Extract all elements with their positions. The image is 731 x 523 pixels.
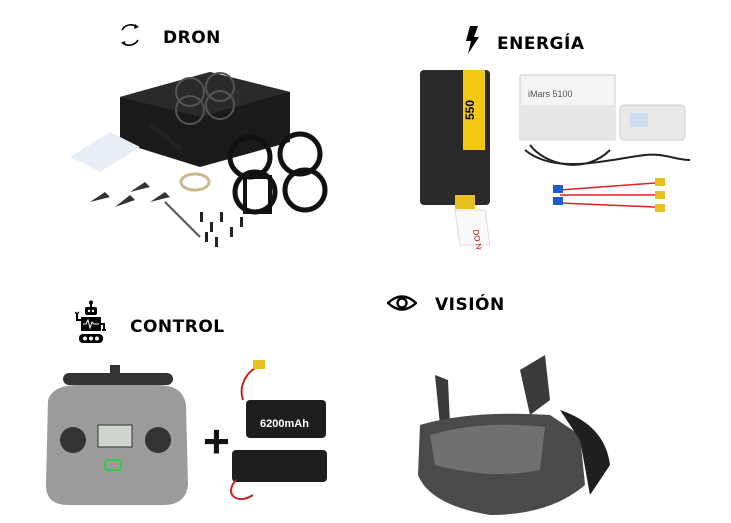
charger-label: iMars 5100 xyxy=(528,89,573,99)
eye-icon xyxy=(387,295,417,311)
radio-controller-photo: + 6200mAh xyxy=(46,360,327,505)
fpv-goggles-photo xyxy=(418,355,610,515)
robot-icon xyxy=(75,300,106,343)
warning-tag-text: DO NOT xyxy=(471,229,485,250)
lightning-bolt-icon xyxy=(466,26,479,54)
drone-kit-photo xyxy=(70,72,328,247)
section-title-dron: DRON xyxy=(163,28,221,48)
section-title-energia: ENERGÍA xyxy=(497,34,585,54)
plus-sign: + xyxy=(203,415,230,467)
section-title-control: CONTROL xyxy=(130,317,225,337)
radio-battery-label: 6200mAh xyxy=(260,418,309,430)
refresh-cycle-icon xyxy=(121,24,139,46)
battery-charger-photo: 550 DO NOT iMars 5100 xyxy=(420,70,691,250)
section-title-vision: VISIÓN xyxy=(435,295,505,315)
battery-label: 550 xyxy=(463,100,477,120)
